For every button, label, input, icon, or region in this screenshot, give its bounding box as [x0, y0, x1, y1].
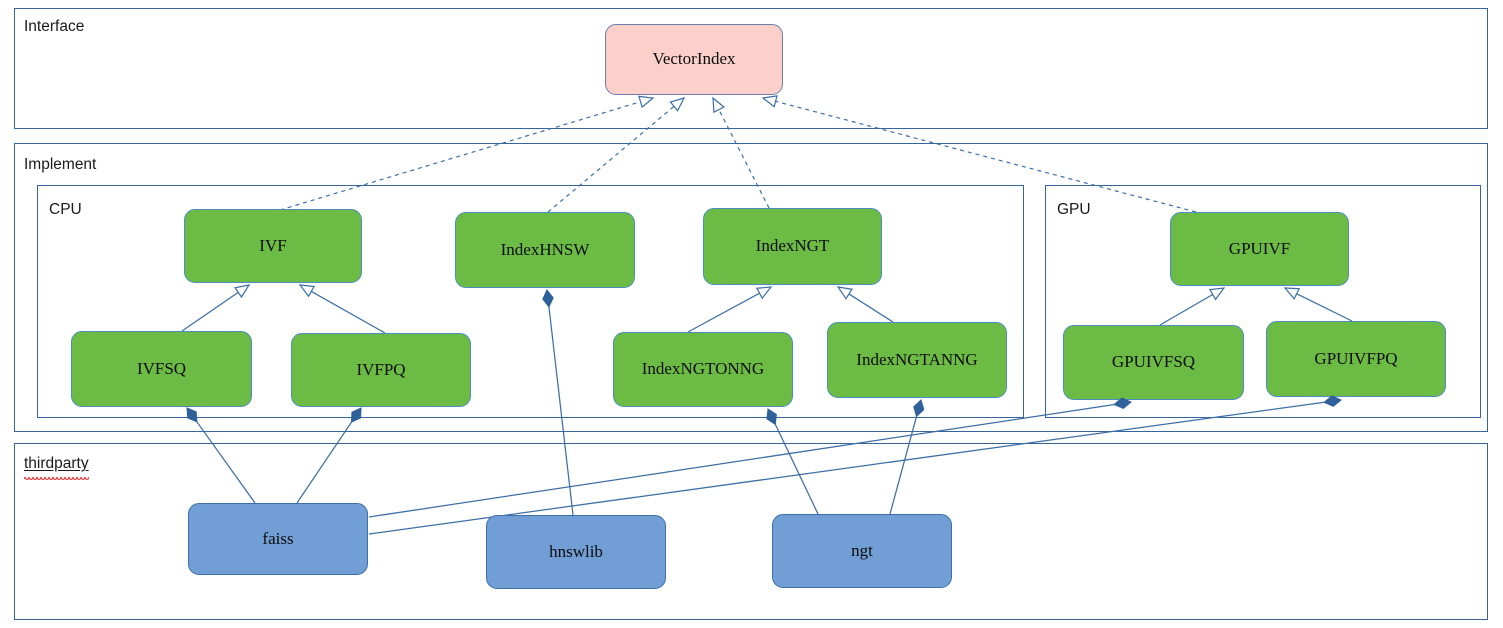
class-node-label: GPUIVFSQ	[1111, 352, 1196, 372]
inheritance-arrowhead-gpuivf-vectorindex	[761, 95, 778, 108]
edge-line-ivf-vectorindex	[279, 100, 642, 211]
class-node-label: IVF	[259, 235, 287, 255]
edge-line-indexngtonng-indexngt	[687, 292, 761, 333]
inheritance-arrowhead-indexhnsw-vectorindex	[669, 97, 686, 112]
edge-line-gpuivfsq-gpuivf	[1159, 293, 1214, 326]
group-gpu	[1045, 185, 1481, 418]
edge-line-indexngt-vectorindex	[717, 108, 770, 209]
class-node-indexngtonng[interactable]: IndexNGTONNG	[613, 332, 793, 407]
edge-line-ngt-indexngtonng	[773, 422, 819, 515]
class-node-label: faiss	[262, 528, 294, 548]
inheritance-arrowhead-gpuivfsq-gpuivf	[1208, 287, 1226, 301]
class-node-label: ngt	[851, 540, 873, 560]
composition-diamond-faiss-ivfpq	[350, 407, 362, 423]
edge-line-indexhnsw-vectorindex	[547, 105, 676, 213]
composition-diamond-faiss-gpuivfsq	[1113, 397, 1132, 409]
edge-line-ivfpq-ivf	[310, 290, 386, 334]
group-cpu	[37, 185, 1024, 418]
inheritance-arrowhead-gpuivfpq-gpuivf	[1283, 287, 1301, 300]
inheritance-arrowhead-indexngtanng-indexngt	[836, 286, 853, 300]
class-node-indexngtanng[interactable]: IndexNGTANNG	[827, 322, 1007, 398]
class-node-label: IndexNGTONNG	[641, 359, 765, 379]
class-node-label: IVFSQ	[136, 358, 187, 378]
edge-line-gpuivfpq-gpuivf	[1295, 292, 1353, 322]
class-node-gpuivf[interactable]: GPUIVF	[1170, 212, 1349, 286]
class-node-ivf[interactable]: IVF	[184, 209, 362, 283]
class-node-label: GPUIVF	[1228, 238, 1291, 258]
inheritance-arrowhead-ivfsq-ivf	[234, 284, 251, 299]
edge-line-ngt-indexngtanng	[889, 414, 918, 515]
class-node-indexhnsw[interactable]: IndexHNSW	[455, 212, 635, 288]
class-node-ivfpq[interactable]: IVFPQ	[291, 333, 471, 407]
class-node-ngt[interactable]: ngt	[772, 514, 952, 588]
composition-diamond-ngt-indexngtanng	[913, 399, 925, 418]
class-node-gpuivfsq[interactable]: GPUIVFSQ	[1063, 325, 1244, 400]
group-interface	[14, 8, 1488, 129]
edge-line-hnswlib-indexhnsw	[548, 304, 574, 516]
class-node-label: IndexNGTANNG	[856, 349, 978, 369]
class-node-faiss[interactable]: faiss	[188, 503, 368, 575]
inheritance-arrowhead-indexngtonng-indexngt	[755, 286, 773, 300]
group-thirdparty	[14, 443, 1488, 620]
composition-diamond-ngt-indexngtonng	[766, 408, 777, 426]
group-label-interface: Interface	[24, 18, 85, 35]
class-node-label: VectorIndex	[652, 49, 736, 69]
class-node-ivfsq[interactable]: IVFSQ	[71, 331, 252, 407]
inheritance-arrowhead-ivfpq-ivf	[298, 284, 316, 298]
composition-diamond-faiss-gpuivfpq	[1323, 395, 1342, 407]
class-node-label: hnswlib	[549, 541, 603, 561]
edge-line-faiss-gpuivfsq	[368, 403, 1117, 518]
group-label-thirdparty: thirdparty	[24, 455, 89, 472]
edge-line-faiss-gpuivfpq	[368, 401, 1327, 535]
group-implement	[14, 143, 1488, 432]
edge-line-ivfsq-ivf	[181, 291, 240, 332]
composition-diamond-faiss-ivfsq	[186, 407, 198, 423]
class-node-label: IndexNGT	[755, 236, 830, 256]
edge-line-gpuivf-vectorindex	[774, 100, 1197, 213]
edge-line-faiss-ivfsq	[195, 419, 256, 504]
edge-line-faiss-ivfpq	[296, 420, 354, 504]
group-label-cpu: CPU	[49, 201, 82, 218]
class-node-label: IVFPQ	[356, 359, 406, 379]
group-label-gpu: GPU	[1057, 201, 1091, 218]
class-node-vectorindex[interactable]: VectorIndex	[605, 24, 783, 95]
inheritance-arrowhead-indexngt-vectorindex	[712, 96, 725, 114]
group-label-implement: Implement	[24, 156, 97, 173]
class-node-label: IndexHNSW	[500, 239, 590, 259]
class-node-indexngt[interactable]: IndexNGT	[703, 208, 882, 285]
class-node-label: GPUIVFPQ	[1314, 348, 1398, 368]
edge-line-indexngtanng-indexngt	[847, 292, 894, 323]
class-node-hnswlib[interactable]: hnswlib	[486, 515, 666, 589]
composition-diamond-hnswlib-indexhnsw	[542, 289, 554, 308]
inheritance-arrowhead-ivf-vectorindex	[638, 95, 655, 109]
class-node-gpuivfpq[interactable]: GPUIVFPQ	[1266, 321, 1446, 397]
